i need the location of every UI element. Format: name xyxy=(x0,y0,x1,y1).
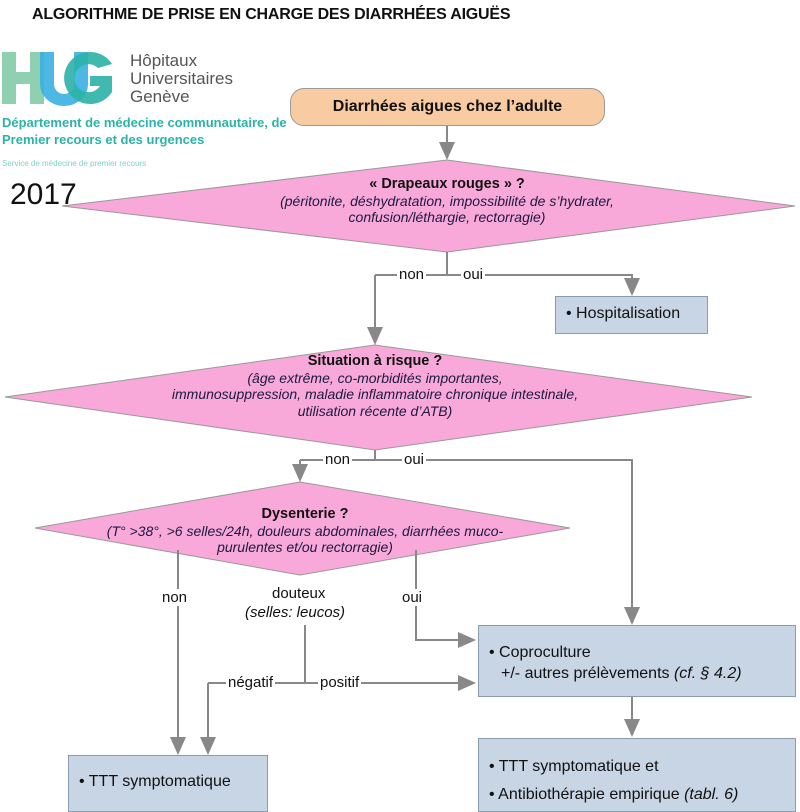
decision-dysentery-text: Dysenterie ? (T° >38°, >6 selles/24h, do… xyxy=(60,505,550,556)
coproculture-box: • Coproculture +/- autres prélèvements (… xyxy=(478,625,796,697)
label-doubtful: douteux xyxy=(270,585,328,602)
decision-detail: utilisation récente d’ATB) xyxy=(297,402,453,419)
label-no: non xyxy=(323,451,353,468)
start-node: Diarrhées aigues chez l’adulte xyxy=(290,88,605,126)
department-line: Premier recours et des urgences xyxy=(2,132,205,147)
decision-detail: (âge extrême, co-morbidités importantes, xyxy=(247,369,503,386)
logo-name-line: Hôpitaux xyxy=(130,51,198,70)
decision-detail: (T° >38°, >6 selles/24h, douleurs abdomi… xyxy=(106,522,504,539)
decision-detail: confusion/léthargie, rectorragie) xyxy=(348,209,546,225)
treatment-label: TTT symptomatique et xyxy=(498,758,659,775)
page-title: ALGORITHME DE PRISE EN CHARGE DES DIARRH… xyxy=(32,6,511,23)
label-no: non xyxy=(160,589,190,606)
coproculture-detail: +/- autres prélèvements xyxy=(501,665,674,682)
antibiotic-reference: (tabl. 6) xyxy=(684,786,739,803)
decision-dysentery xyxy=(34,481,571,576)
label-negative: négatif xyxy=(226,674,276,691)
decision-detail: purulentes et/ou rectorragie) xyxy=(217,539,393,555)
label-no: non xyxy=(397,266,427,283)
hospitalisation-box: • Hospitalisation xyxy=(555,296,708,334)
label-yes: oui xyxy=(400,589,425,606)
label-positive: positif xyxy=(318,674,362,691)
decision-red-flags-text: « Drapeaux rouges » ? (péritonite, déshy… xyxy=(200,175,694,226)
service-name: Service de médecine de premier recours xyxy=(2,159,147,168)
hospitalisation-label: Hospitalisation xyxy=(576,305,681,322)
department-line: Département de médecine communautaire, d… xyxy=(2,115,287,130)
logo-name-line: Genève xyxy=(130,87,190,106)
decision-detail: immunosuppression, maladie inflammatoire… xyxy=(171,386,579,402)
decision-title: Dysenterie ? xyxy=(261,506,349,522)
decision-detail: (péritonite, déshydratation, impossibili… xyxy=(280,192,614,209)
hug-logo xyxy=(2,52,112,106)
antibiotic-label: Antibiothérapie empirique xyxy=(498,786,685,803)
label-doubtful-note: (selles: leucos) xyxy=(243,604,348,621)
label-yes: oui xyxy=(461,266,486,283)
decision-title: « Drapeaux rouges » ? xyxy=(369,176,525,192)
decision-risk-text: Situation à risque ? (âge extrême, co-mo… xyxy=(100,352,650,419)
antibiotic-box: • TTT symptomatique et • Antibiothérapie… xyxy=(478,738,796,812)
coproculture-reference: (cf. § 4.2) xyxy=(673,665,742,682)
logo-name-line: Universitaires xyxy=(130,69,233,88)
label-yes: oui xyxy=(402,451,427,468)
decision-title: Situation à risque ? xyxy=(307,353,443,369)
symptomatic-treatment-label: TTT symptomatique xyxy=(88,773,231,790)
symptomatic-treatment-box: • TTT symptomatique xyxy=(68,755,268,812)
coproculture-label: Coproculture xyxy=(499,644,591,661)
